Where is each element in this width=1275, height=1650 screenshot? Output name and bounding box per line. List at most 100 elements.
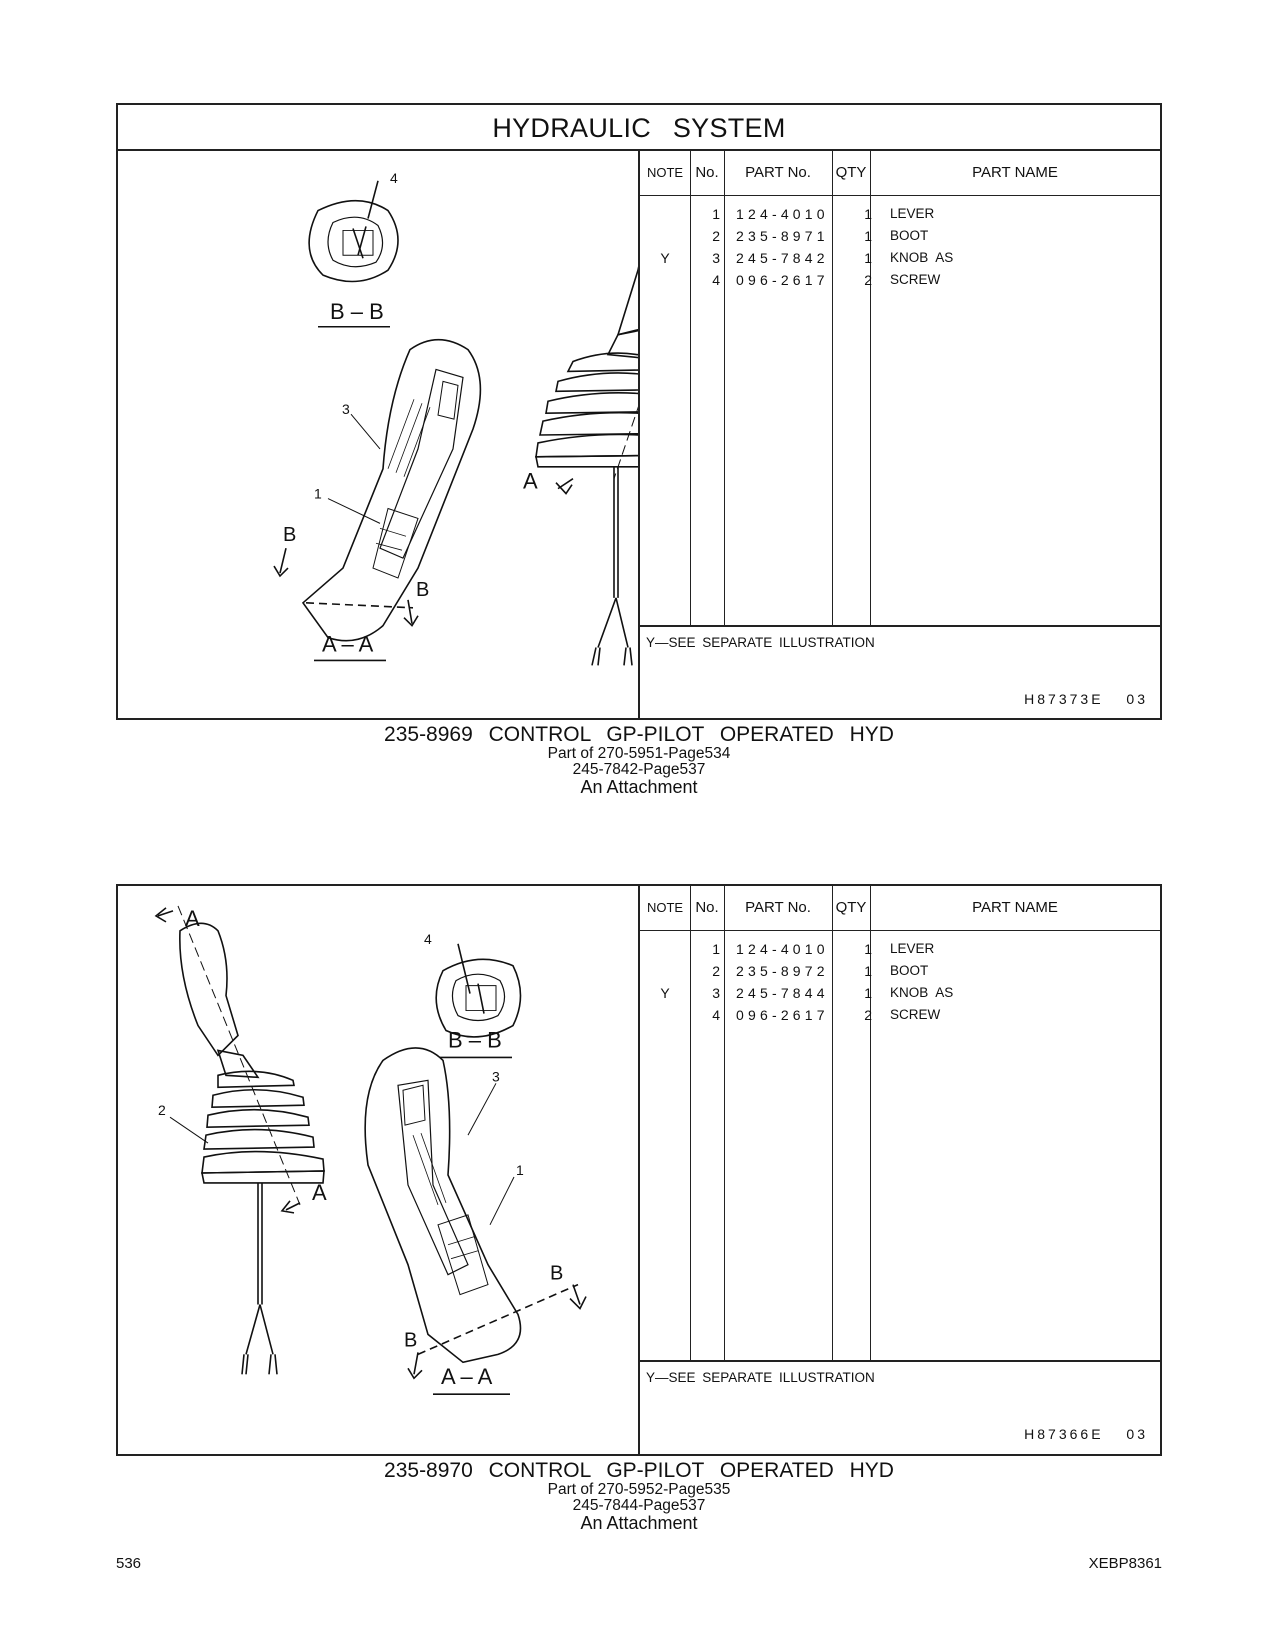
parts-table: NOTE No. PART No. QTY PART NAME 1 124-40…	[638, 886, 1160, 1454]
footnote: Y—SEE SEPARATE ILLUSTRATION	[646, 635, 875, 650]
row-part-no: 235-8971	[736, 228, 829, 244]
parts-panel-1: HYDRAULIC SYSTEM 4 B – B	[116, 103, 1162, 720]
callout-1: 1	[314, 486, 322, 502]
col-note: NOTE	[646, 900, 684, 915]
col-part-no: PART No.	[745, 164, 811, 181]
row-part-no: 124-4010	[736, 941, 829, 957]
callout-1: 1	[516, 1162, 524, 1178]
row-no: 2	[712, 228, 720, 244]
caption-line: 245-7844-Page537	[572, 1497, 706, 1514]
callout-4: 4	[424, 931, 432, 947]
row-qty: 1	[864, 250, 872, 266]
row-note	[640, 1004, 690, 1026]
row-part-name: BOOT	[890, 963, 929, 978]
caption-line: Part of 270-5952-Page535	[547, 1481, 731, 1498]
row-part-name: SCREW	[890, 1007, 941, 1022]
joystick-illustration: 4 B – B 3	[273, 170, 638, 666]
caption-2: 235-8970 CONTROL GP-PILOT OPERATED HYD P…	[116, 1459, 1162, 1533]
row-part-no: 245-7844	[736, 985, 829, 1001]
row-no: 4	[712, 1007, 720, 1023]
col-qty: QTY	[835, 899, 867, 916]
parts-panel-2: A A 2 4 B – B	[116, 884, 1162, 1456]
col-part-no: PART No.	[745, 899, 811, 916]
view-label-aa: A – A	[322, 632, 374, 657]
row-no: 3	[712, 985, 720, 1001]
row-note: Y	[660, 250, 670, 266]
col-part-name: PART NAME	[972, 164, 1058, 181]
col-no: No.	[695, 164, 719, 181]
table-header: NOTE No. PART No. QTY PART NAME	[640, 886, 1160, 931]
row-part-name: LEVER	[890, 941, 935, 956]
illustration-area: 4 B – B 3	[118, 151, 638, 718]
lever-cutaway	[301, 338, 482, 642]
row-qty: 1	[864, 941, 872, 957]
row-note	[640, 960, 690, 982]
section-marker-a-2: A	[312, 1180, 327, 1205]
joystick-illustration: A A 2 4 B – B	[154, 905, 587, 1396]
section-marker-a-2: A	[523, 469, 538, 494]
caption-line: 245-7842-Page537	[572, 761, 706, 778]
table-row: 4 096-2617 2 SCREW	[640, 1004, 1160, 1026]
col-part-name: PART NAME	[972, 899, 1058, 916]
callout-3: 3	[492, 1068, 500, 1084]
section-bb-view	[308, 180, 399, 283]
row-qty: 1	[864, 228, 872, 244]
table-row: 1 124-4010 1 LEVER	[640, 203, 1160, 225]
table-row: 2 235-8971 1 BOOT	[640, 225, 1160, 247]
caption-title: 235-8969 CONTROL GP-PILOT OPERATED HYD	[384, 723, 894, 746]
joystick-assembly	[154, 905, 325, 1375]
illustration-area: A A 2 4 B – B	[118, 886, 638, 1454]
row-part-no: 096-2617	[736, 1007, 829, 1023]
caption-line: An Attachment	[580, 777, 698, 797]
col-note: NOTE	[646, 165, 684, 180]
caption-1: 235-8969 CONTROL GP-PILOT OPERATED HYD P…	[116, 723, 1162, 797]
col-no: No.	[695, 899, 719, 916]
row-part-name: BOOT	[890, 228, 929, 243]
section-marker-b-2: B	[416, 579, 429, 601]
section-bb-view	[435, 943, 522, 1038]
table-row: 4 096-2617 2 SCREW	[640, 269, 1160, 291]
joystick-assembly	[535, 266, 638, 666]
row-note	[640, 203, 690, 225]
caption-title: 235-8970 CONTROL GP-PILOT OPERATED HYD	[384, 1459, 894, 1482]
row-qty: 1	[864, 963, 872, 979]
view-label-bb: B – B	[330, 299, 384, 324]
row-part-name: LEVER	[890, 206, 935, 221]
row-qty: 1	[864, 985, 872, 1001]
row-note: Y	[660, 985, 670, 1001]
section-marker-b: B	[550, 1263, 563, 1285]
document-code: XEBP8361	[1088, 1555, 1162, 1572]
illustration-id: H87366E 03	[1024, 1426, 1148, 1442]
illustration-id: H87373E 03	[1024, 691, 1148, 707]
table-header: NOTE No. PART No. QTY PART NAME	[640, 151, 1160, 196]
section-marker-a: A	[185, 906, 200, 931]
view-label-bb: B – B	[448, 1027, 502, 1052]
callout-4: 4	[390, 170, 398, 186]
row-no: 1	[712, 206, 720, 222]
row-no: 3	[712, 250, 720, 266]
section-marker-b: B	[283, 524, 296, 546]
footnote: Y—SEE SEPARATE ILLUSTRATION	[646, 1370, 875, 1385]
row-no: 4	[712, 272, 720, 288]
row-part-no: 235-8972	[736, 963, 829, 979]
table-row: Y 3 245-7842 1 KNOB AS	[640, 247, 1160, 269]
section-marker-b-2: B	[404, 1329, 417, 1351]
table-row: 1 124-4010 1 LEVER	[640, 938, 1160, 960]
col-qty: QTY	[835, 164, 867, 181]
row-part-name: KNOB AS	[890, 250, 954, 265]
table-row: 2 235-8972 1 BOOT	[640, 960, 1160, 982]
row-note	[640, 938, 690, 960]
row-qty: 2	[864, 272, 872, 288]
callout-3: 3	[342, 401, 350, 417]
row-qty: 1	[864, 206, 872, 222]
row-part-no: 245-7842	[736, 250, 829, 266]
row-no: 2	[712, 963, 720, 979]
table-row: Y 3 245-7844 1 KNOB AS	[640, 982, 1160, 1004]
lever-cutaway	[364, 1047, 587, 1380]
row-part-no: 096-2617	[736, 272, 829, 288]
row-part-name: KNOB AS	[890, 985, 954, 1000]
parts-table: NOTE No. PART No. QTY PART NAME 1 124-40…	[638, 151, 1160, 718]
row-part-name: SCREW	[890, 272, 941, 287]
page-number: 536	[116, 1555, 142, 1572]
section-title: HYDRAULIC SYSTEM	[118, 105, 1160, 151]
